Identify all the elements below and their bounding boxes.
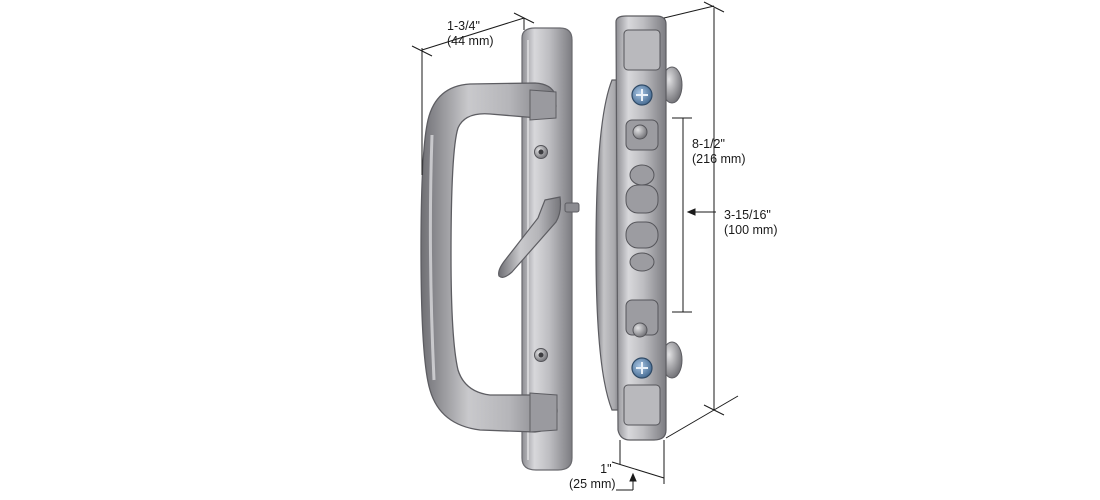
dimension-width-metric: (44 mm)	[447, 34, 494, 48]
dimension-hole-spacing-metric: (100 mm)	[724, 223, 778, 237]
mount-stud-bottom	[632, 322, 648, 338]
back-grip-profile	[595, 79, 623, 411]
dimension-lines	[411, 1, 739, 491]
dimension-label-depth: 1" (25 mm)	[569, 462, 616, 492]
mount-stud-top	[632, 124, 648, 140]
dimension-depth-imperial: 1"	[600, 462, 612, 476]
dimension-width-imperial: 1-3/4"	[447, 19, 480, 33]
dimension-total-height-imperial: 8-1/2"	[692, 137, 725, 151]
dim-line-width-top	[411, 12, 535, 175]
dimension-label-hole-spacing: 3-15/16" (100 mm)	[724, 208, 777, 238]
dimension-depth-metric: (25 mm)	[569, 477, 616, 491]
dimension-label-total-height: 8-1/2" (216 mm)	[692, 137, 745, 167]
dimension-total-height-metric: (216 mm)	[692, 152, 746, 166]
dim-line-height-total	[663, 1, 739, 439]
dimension-hole-spacing-imperial: 3-15/16"	[724, 208, 771, 222]
screw-bottom	[631, 357, 653, 379]
dim-line-depth	[611, 440, 665, 491]
dim-line-height-hole	[672, 117, 716, 313]
pull-grip	[420, 82, 558, 433]
dimension-label-width: 1-3/4" (44 mm)	[447, 19, 494, 49]
front-handle	[420, 27, 580, 471]
screw-top	[631, 84, 653, 106]
back-handle-view	[595, 15, 683, 441]
latch-lever	[498, 196, 580, 278]
